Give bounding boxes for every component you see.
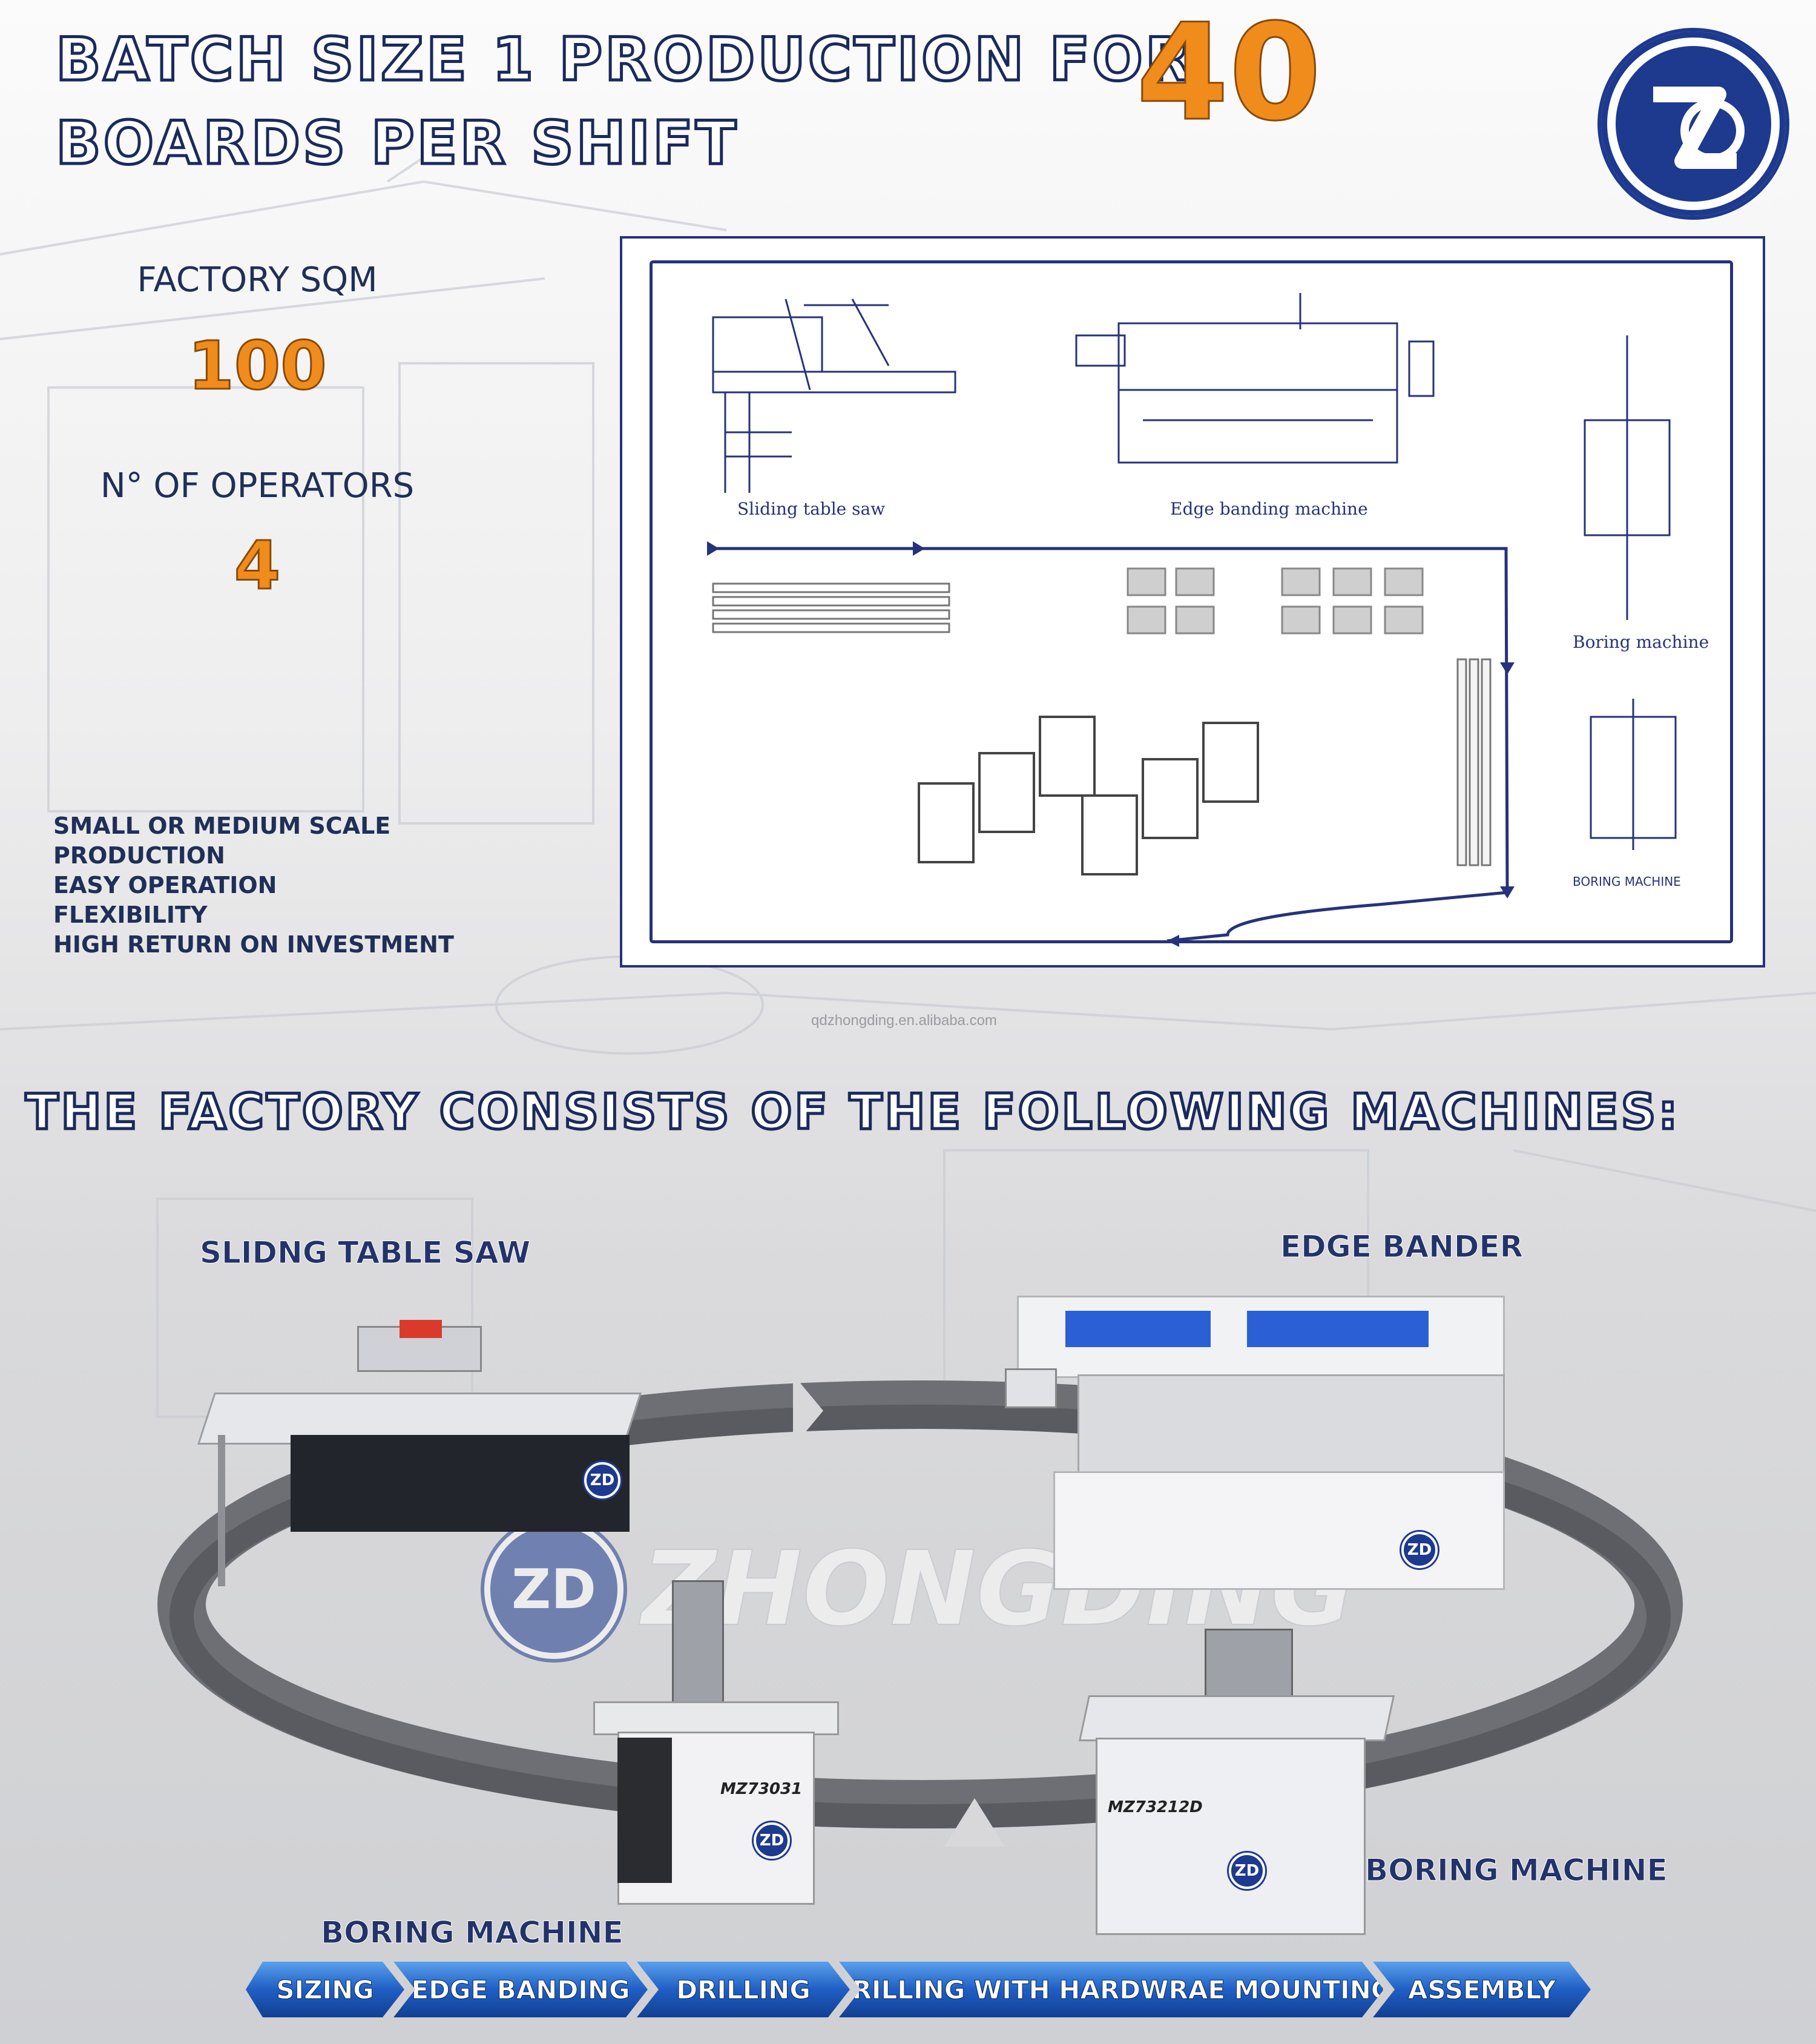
plan-label-boring-1: Boring machine <box>1573 632 1709 652</box>
step-sizing: SIZING <box>246 1962 404 2017</box>
boring-machine-right-image: MZ73212D ZD <box>1078 1629 1404 1943</box>
plan-label-boring-2: BORING MACHINE <box>1573 874 1681 889</box>
feature-item: EASY OPERATION <box>53 872 277 898</box>
plan-label-saw: Sliding table saw <box>737 499 886 519</box>
saw-badge-icon: ZD <box>584 1462 620 1498</box>
feature-item: FLEXIBILITY <box>53 902 208 928</box>
feature-item: SMALL OR MEDIUM SCALE <box>53 813 391 839</box>
site-watermark: qdzhongding.en.alibaba.com <box>811 1012 997 1029</box>
label-edge-bander: EDGE BANDER <box>1280 1229 1524 1265</box>
boring-right-badge-icon: ZD <box>1229 1853 1265 1889</box>
step-drilling-hardware: DRILLING WITH HARDWRAE MOUNTING <box>839 1962 1384 2017</box>
label-boring-machine-left: BORING MACHINE <box>321 1915 624 1951</box>
watermark-logo-icon: ZD <box>484 1520 623 1659</box>
sliding-table-saw-image: ZD <box>197 1308 642 1598</box>
machines-heading: THE FACTORY CONSISTS OF THE FOLLOWING MA… <box>24 1083 1680 1142</box>
label-boring-machine-right: BORING MACHINE <box>1365 1853 1668 1888</box>
factory-sqm-value: 100 <box>187 326 328 406</box>
step-edge-banding: EDGE BANDING <box>393 1962 648 2017</box>
edge-bander-image: ZD <box>1005 1284 1531 1598</box>
boring-machine-left-image: MZ73031 ZD <box>581 1580 860 1913</box>
feature-list: SMALL OR MEDIUM SCALE PRODUCTION EASY OP… <box>53 811 454 960</box>
zd-logo-mark-icon <box>1653 87 1745 169</box>
plan-label-bander: Edge banding machine <box>1170 499 1368 519</box>
zhongding-logo <box>1601 31 1786 216</box>
headline-line1: BATCH SIZE 1 PRODUCTION FOR <box>54 24 1194 96</box>
factory-layout-plan: Sliding table saw Edge banding machine B… <box>620 236 1765 968</box>
step-drilling: DRILLING <box>637 1962 850 2017</box>
step-assembly: ASSEMBLY <box>1373 1962 1591 2017</box>
plan-drawing <box>707 293 1677 947</box>
headline-number: 40 <box>1135 0 1322 150</box>
boring-right-model-text: MZ73212D <box>1108 1798 1203 1816</box>
process-cycle-ring <box>157 1374 1683 1847</box>
operators-label: N° OF OPERATORS <box>100 466 415 506</box>
label-sliding-table-saw: SLIDNG TABLE SAW <box>199 1235 531 1271</box>
boring-left-model-text: MZ73031 <box>720 1780 803 1798</box>
feature-item: HIGH RETURN ON INVESTMENT <box>53 931 454 958</box>
bander-badge-icon: ZD <box>1401 1532 1438 1568</box>
factory-sqm-label: FACTORY SQM <box>137 260 378 300</box>
headline-line2: BOARDS PER SHIFT <box>54 108 739 180</box>
operators-value: 4 <box>233 526 281 605</box>
feature-item: PRODUCTION <box>53 842 225 869</box>
boring-left-badge-icon: ZD <box>754 1822 790 1859</box>
